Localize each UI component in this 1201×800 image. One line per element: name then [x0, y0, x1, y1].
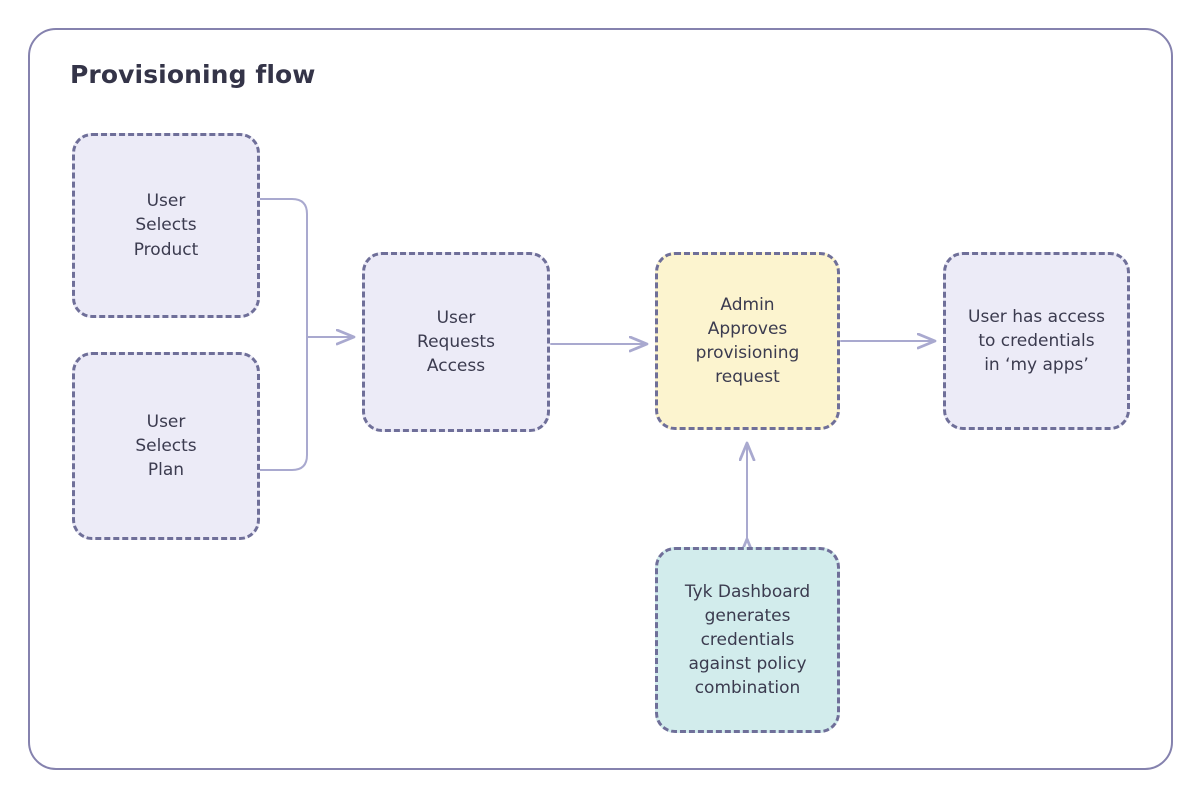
- node-label: User has access to credentials in ‘my ap…: [968, 306, 1105, 376]
- node-label: Tyk Dashboard generates credentials agai…: [684, 581, 811, 699]
- node-admin-approves-provisioning-request[interactable]: Admin Approves provisioning request: [655, 252, 840, 430]
- node-user-selects-plan[interactable]: User Selects Plan: [72, 352, 260, 540]
- node-user-requests-access[interactable]: User Requests Access: [362, 252, 550, 432]
- node-tyk-dashboard-generates-credentials[interactable]: Tyk Dashboard generates credentials agai…: [655, 547, 840, 733]
- node-label: User Requests Access: [417, 307, 495, 377]
- node-user-has-access-to-credentials[interactable]: User has access to credentials in ‘my ap…: [943, 252, 1130, 430]
- node-label: User Selects Product: [133, 191, 199, 260]
- page-title: Provisioning flow: [70, 60, 316, 89]
- node-label: User Selects Plan: [135, 411, 197, 481]
- node-label: Admin Approves provisioning request: [695, 294, 800, 388]
- node-user-selects-product[interactable]: User Selects Product: [72, 133, 260, 318]
